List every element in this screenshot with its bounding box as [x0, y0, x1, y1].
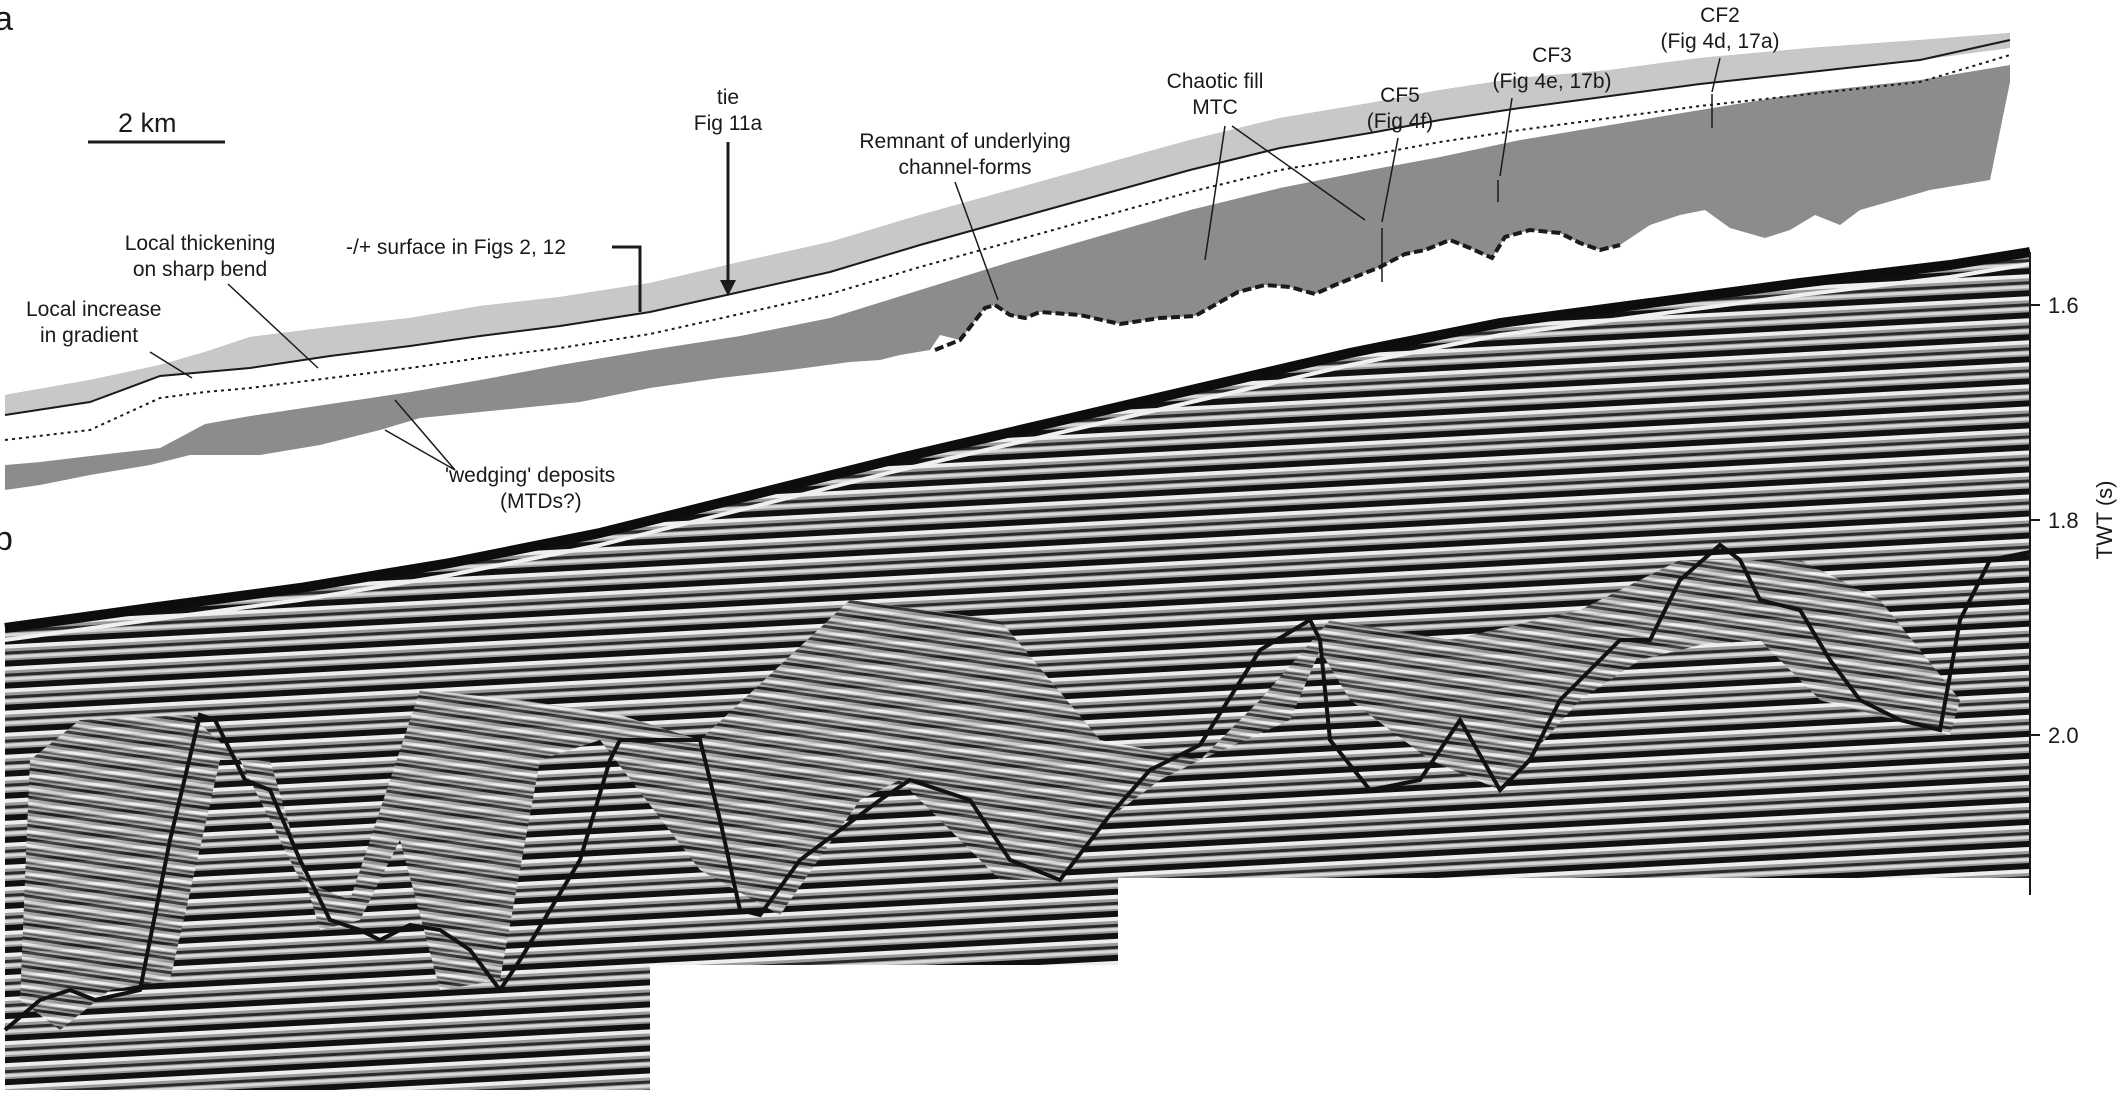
annotation-cf3: CF3 (Fig 4e, 17b)	[1492, 44, 1612, 202]
seafloor-reflector-white	[4, 262, 2031, 642]
tie-label: tie	[717, 86, 739, 109]
cf2-label-2: (Fig 4d, 17a)	[1660, 30, 1779, 53]
cf3-label-2: (Fig 4e, 17b)	[1492, 70, 1611, 93]
tick-label-1-6: 1.6	[2048, 293, 2079, 318]
upper-white-band	[5, 48, 2010, 465]
tick-label-1-8: 1.8	[2048, 508, 2079, 533]
scale-bar-label: 2 km	[118, 108, 177, 138]
seafloor-line	[4, 39, 2011, 416]
annotation-tie: tie Fig 11a	[694, 86, 763, 296]
channel-fill-textures	[20, 560, 1960, 1030]
annotation-local-thickening: Local thickening on sharp bend	[125, 232, 319, 369]
channel-base-dashed	[934, 227, 1621, 352]
annotation-wedging: 'wedging' deposits (MTDs?)	[384, 399, 615, 513]
seafloor-reflector	[4, 247, 2031, 633]
surface-label: -/+ surface in Figs 2, 12	[346, 236, 566, 259]
annotation-cf5: CF5 (Fig 4f)	[1367, 84, 1434, 282]
tick-label-2-0: 2.0	[2048, 723, 2079, 748]
wedging-label-2: (MTDs?)	[500, 490, 582, 513]
cf2-label: CF2	[1700, 4, 1740, 27]
annotation-remnant: Remnant of underlying channel-forms	[859, 130, 1071, 301]
seismic-section	[3, 247, 2031, 1090]
scale-bar: 2 km	[88, 108, 225, 144]
tie-label-fig: Fig 11a	[694, 112, 763, 135]
axis-title: TWT (s)	[2092, 480, 2117, 559]
annotation-surface: -/+ surface in Figs 2, 12	[346, 236, 642, 312]
panel-label-a: a	[0, 0, 13, 38]
panel-label-b: b	[0, 520, 13, 558]
local-gradient-label-2: in gradient	[40, 324, 138, 347]
annotation-cf2: CF2 (Fig 4d, 17a)	[1660, 4, 1780, 128]
dotted-horizon	[4, 54, 2011, 441]
chaotic-fill-label: Chaotic fill	[1167, 70, 1264, 93]
twt-axis: 1.6 1.8 2.0 TWT (s)	[2029, 252, 2117, 895]
interpretation-panel	[4, 33, 2011, 490]
local-gradient-label: Local increase	[26, 298, 161, 321]
chaotic-fill-label-2: MTC	[1192, 96, 1238, 119]
remnant-label: Remnant of underlying	[859, 130, 1070, 153]
cf5-label: CF5	[1380, 84, 1420, 107]
remnant-label-2: channel-forms	[898, 156, 1031, 179]
wedging-label: 'wedging' deposits	[445, 464, 615, 487]
cf5-label-2: (Fig 4f)	[1367, 110, 1434, 133]
annotation-chaotic-fill: Chaotic fill MTC	[1167, 70, 1366, 261]
local-thickening-label: Local thickening	[125, 232, 276, 255]
cf3-label: CF3	[1532, 44, 1572, 67]
local-thickening-label-2: on sharp bend	[133, 258, 267, 281]
basal-erosion-surface	[3, 542, 2031, 1032]
annotation-local-gradient: Local increase in gradient	[26, 298, 193, 379]
